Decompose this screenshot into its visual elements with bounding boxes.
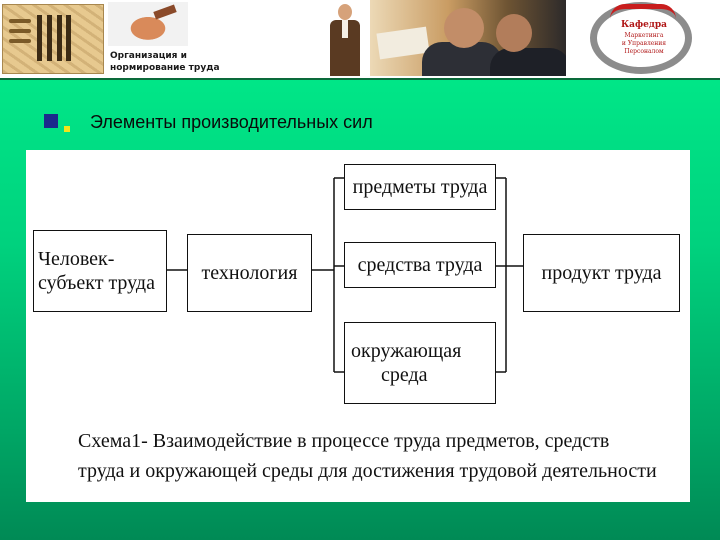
environment-line1: окружающая [351,340,462,362]
diagram-caption: Схема1- Взаимодействие в процессе труда … [78,426,678,486]
environment-line2: среда [381,364,428,386]
department-logo-subtitle: Маркетинга и Управления Персоналом [614,32,674,56]
department-logo-sub-line2: и Управления [621,40,667,47]
department-logo: Кафедра Маркетинга и Управления Персонал… [590,2,696,74]
caption-line2: труда и окружающей среды для достижения … [78,460,657,482]
businessman-photo [324,0,366,76]
bullet-dot-icon [64,126,70,132]
department-logo-sub-line3: Персоналом [624,48,664,55]
hammer-icon [153,4,177,20]
department-logo-name: Кафедра [621,20,667,30]
header-banner: Организация и нормирование труда Кафедра… [0,0,720,80]
human-line1: Человек- [38,248,115,270]
logo-columns-icon [37,15,71,61]
node-technology: технология [187,234,312,312]
course-title: Организация и нормирование труда [110,50,310,74]
course-title-line2: нормирование труда [110,63,220,73]
logo-arc-icon [610,4,676,19]
node-human-subject-label: Человек- субъект труда [38,247,155,295]
logo-wave-2 [9,29,31,33]
node-human-subject: Человек- субъект труда [33,230,167,312]
caption-line1: Схема1- Взаимодействие в процессе труда … [78,430,610,452]
node-objects-label: предметы труда [352,176,488,198]
department-logo-sub-line1: Маркетинга [624,32,664,39]
diagram-panel: Человек- субъект труда технология предме… [26,150,690,502]
course-title-line1: Организация и [110,51,187,61]
node-means-of-labor: средства труда [344,242,496,288]
node-environment: окружающая среда [344,322,496,404]
human-line2: субъект труда [38,272,155,294]
diagram-connectors [167,177,523,373]
node-product-label: продукт труда [541,262,662,284]
logo-wave-1 [9,19,31,23]
node-product: продукт труда [523,234,680,312]
tools-photo [108,2,188,46]
slide-heading: Элементы производительных сил [90,112,373,132]
bullet-square-icon [44,114,58,128]
team-photo [370,0,566,76]
node-technology-label: технология [201,262,298,284]
node-objects-of-labor: предметы труда [344,164,496,210]
node-means-label: средства труда [357,254,483,276]
university-logo [2,4,104,74]
logo-wave-3 [9,39,31,43]
